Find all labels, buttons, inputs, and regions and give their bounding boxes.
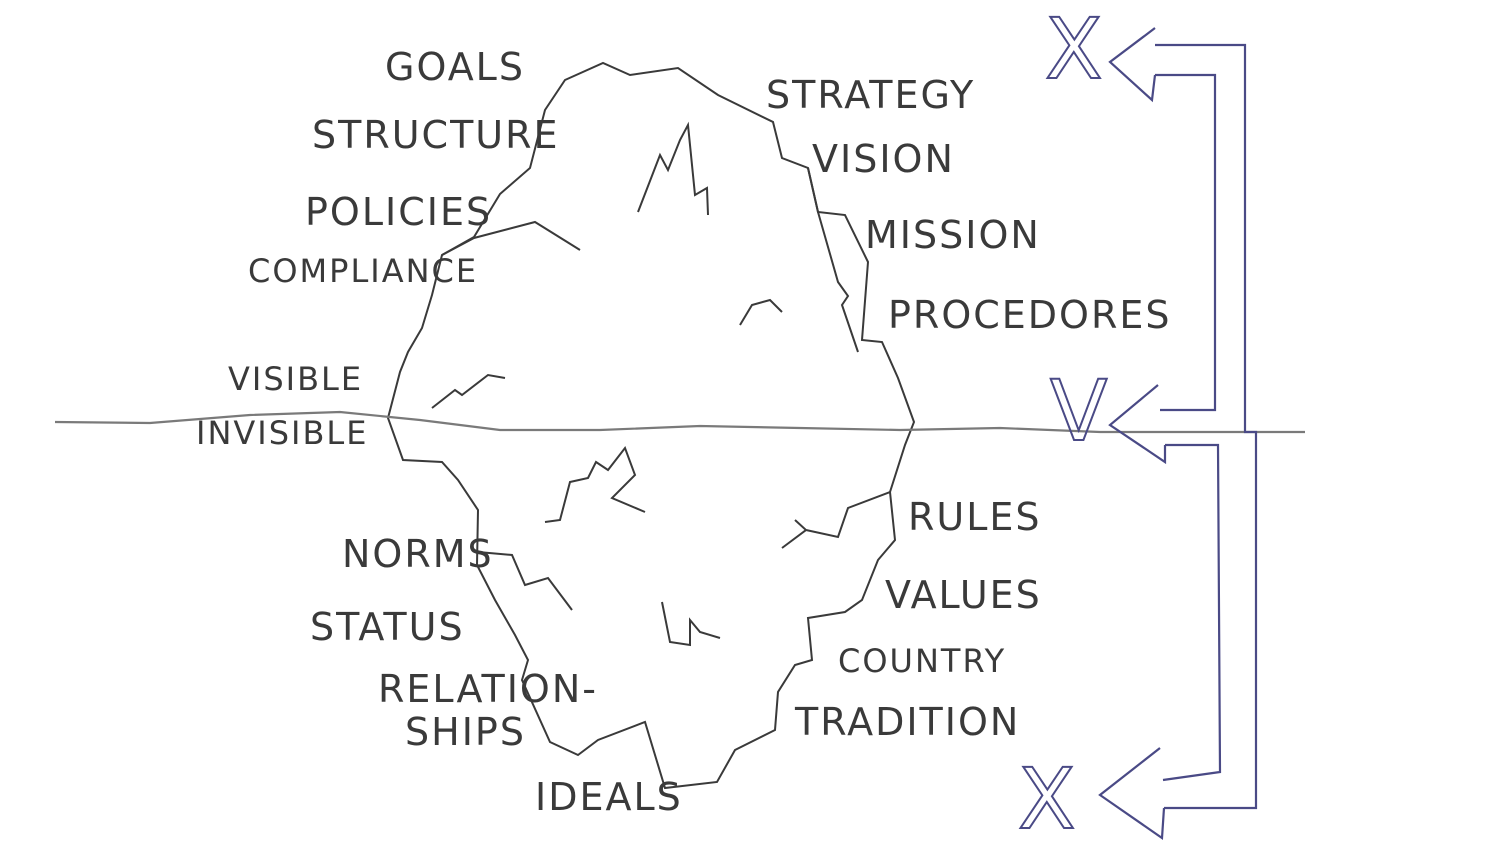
crack-line xyxy=(431,373,506,409)
arrow-head-bottom xyxy=(1098,747,1166,841)
label-visible: VISIBLE xyxy=(228,360,363,398)
arrow-head-top xyxy=(1108,27,1157,103)
label-country: COUNTRY xyxy=(838,642,1006,680)
crack-line xyxy=(477,551,573,611)
waterline xyxy=(54,410,1305,434)
connector-bracket-inner xyxy=(1155,73,1222,782)
label-compliance: COMPLIANCE xyxy=(248,252,478,290)
label-relationships-line1: RELATION- xyxy=(378,667,598,711)
label-relationships-line2: SHIPS xyxy=(405,710,526,754)
label-norms: NORMS xyxy=(342,532,494,576)
label-strategy: STRATEGY xyxy=(766,73,975,117)
label-rules: RULES xyxy=(908,495,1042,539)
mark-top-x-icon: X xyxy=(1045,0,1103,98)
label-status: STATUS xyxy=(310,605,465,649)
label-ideals: IDEALS xyxy=(535,775,683,819)
label-structure: STRUCTURE xyxy=(312,113,560,157)
iceberg-outline xyxy=(386,61,916,790)
label-goals: GOALS xyxy=(385,45,525,89)
crack-line xyxy=(441,220,581,256)
label-vision: VISION xyxy=(812,137,955,181)
label-procedures: PROCEDORES xyxy=(888,293,1171,337)
crack-line xyxy=(661,601,721,647)
crack-line xyxy=(739,298,783,326)
connector-bracket-outer xyxy=(1155,43,1258,810)
crack-line xyxy=(807,167,859,353)
crack-line xyxy=(637,121,709,216)
label-tradition: TRADITION xyxy=(794,700,1020,744)
crack-line xyxy=(544,445,646,523)
mark-middle-check-icon: V xyxy=(1050,362,1107,460)
crack-line xyxy=(781,491,891,549)
label-policies: POLICIES xyxy=(305,190,492,234)
label-mission: MISSION xyxy=(865,213,1041,257)
arrow-head-middle xyxy=(1108,384,1167,465)
label-values: VALUES xyxy=(885,573,1042,617)
mark-bottom-x-icon: X xyxy=(1018,750,1076,848)
label-invisible: INVISIBLE xyxy=(196,414,368,452)
